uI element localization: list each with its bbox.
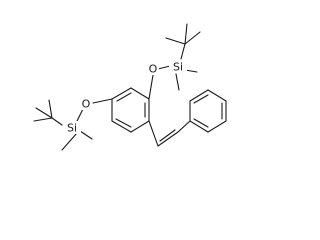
si-tbutyl-bond bbox=[180, 43, 186, 60]
tbutyl-methyl-bond bbox=[184, 31, 201, 45]
vinyl-phenyl-bond bbox=[177, 120, 191, 133]
o-si-bond bbox=[157, 65, 171, 70]
ring-bond bbox=[189, 120, 209, 133]
ring-double-bond bbox=[193, 118, 209, 128]
si-methyl-bond bbox=[61, 132, 78, 151]
silicon-label: Si bbox=[67, 122, 77, 135]
central-benzene-ring bbox=[111, 87, 150, 133]
tbutyl-methyl-bond bbox=[165, 37, 186, 45]
lower-silyl-ether bbox=[33, 98, 113, 151]
o-si-bond bbox=[76, 108, 84, 122]
tbutyl-methyl-bond bbox=[48, 99, 53, 119]
ring-bond bbox=[207, 89, 227, 102]
si-methyl-bond bbox=[79, 130, 93, 140]
c-o-bond bbox=[148, 74, 154, 100]
ring-bond bbox=[130, 87, 150, 100]
ring-bond bbox=[207, 120, 227, 133]
vinyl-double-bond-inner bbox=[159, 129, 176, 142]
silicon-label: Si bbox=[173, 61, 183, 74]
tbutyl-methyl-bond bbox=[184, 23, 188, 45]
atom-label-oxygen-lower: O bbox=[80, 98, 92, 111]
ring-bond bbox=[111, 120, 132, 133]
ring-double-bond bbox=[193, 94, 209, 104]
cis-vinyl-linker bbox=[148, 120, 191, 147]
si-tbutyl-bond bbox=[51, 117, 63, 126]
ring-vinyl-bond bbox=[148, 120, 159, 147]
atom-label-silicon-upper: Si bbox=[169, 60, 187, 74]
c-o-bond bbox=[92, 98, 113, 104]
tbutyl-methyl-bond bbox=[33, 117, 53, 122]
oxygen-label: O bbox=[82, 98, 91, 111]
phenyl-ring bbox=[189, 89, 227, 133]
ring-bond bbox=[130, 120, 150, 133]
tbutyl-methyl-bond bbox=[35, 107, 53, 119]
ring-double-bond bbox=[116, 92, 132, 102]
atom-label-silicon-lower: Si bbox=[63, 121, 81, 135]
si-methyl-bond bbox=[175, 73, 180, 91]
vinyl-double-bond bbox=[157, 131, 179, 147]
ring-double-bond bbox=[115, 118, 132, 128]
chemical-structure: O Si O Si bbox=[33, 23, 227, 151]
atom-label-oxygen-upper: O bbox=[147, 63, 159, 76]
ring-bond bbox=[189, 89, 209, 102]
ring-bond bbox=[111, 87, 132, 100]
oxygen-label: O bbox=[149, 63, 158, 76]
